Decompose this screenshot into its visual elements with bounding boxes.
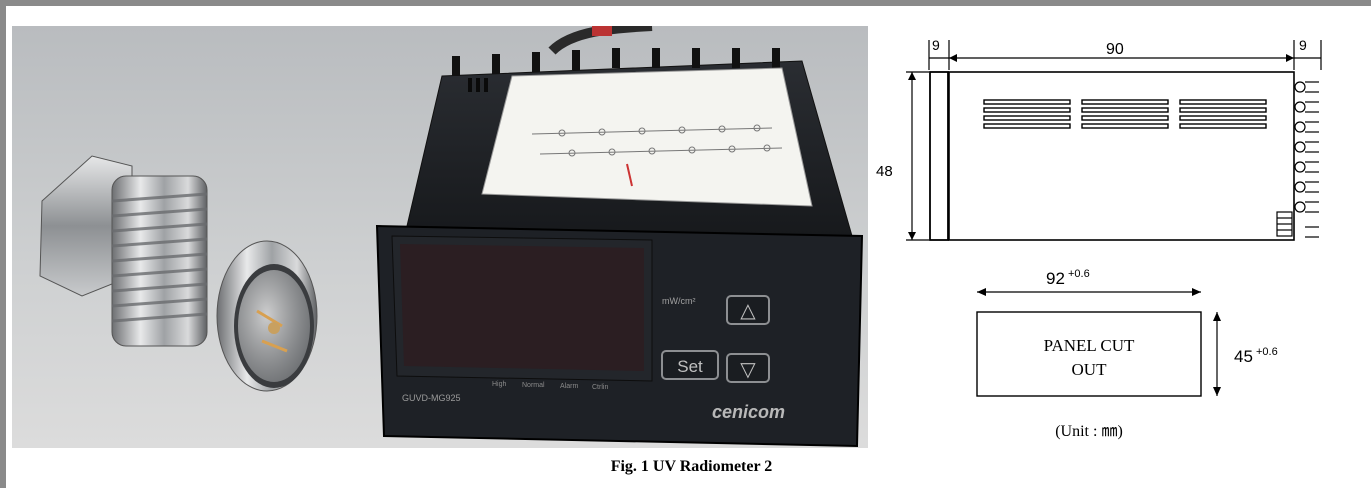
cut-height: 45 [1234,347,1253,366]
indicator-high: High [492,381,507,388]
unit-note: (Unit : ㎜) [1055,423,1123,440]
dim-rear: 9 [1299,37,1307,53]
figure-caption: Fig. 1 UV Radiometer 2 [610,458,773,475]
display-unit: High Normal Alarm Ctrlin GUVD-MG925 mW/c… [375,26,864,448]
model-label: GUVD-MG925 [402,393,461,403]
cut-width: 92 [1046,269,1065,288]
down-arrow-icon: ▽ [740,359,756,381]
dim-length: 90 [1106,41,1124,58]
panel-cut-label-2: OUT [1072,360,1108,379]
set-button-label: Set [677,357,703,376]
indicator-normal: Normal [522,382,545,389]
display-unit-label: mW/cm² [662,296,696,306]
uv-sensor [39,155,318,392]
up-button[interactable] [726,295,770,325]
dim-front: 9 [932,37,940,53]
panel-cut-label-1: PANEL CUT [1044,336,1135,355]
up-arrow-icon: △ [740,300,756,322]
indicator-ctrlin: Ctrlin [592,384,608,391]
cut-width-tol: +0.6 [1068,268,1090,280]
brand-logo: cenicom [712,402,785,422]
dimension-drawing: 9 90 9 48 92 +0.6 45 +0.6 PANEL CUT OUT … [874,12,1371,452]
down-button[interactable] [726,353,770,383]
set-button[interactable] [661,350,719,380]
indicator-labels: High Normal Alarm Ctrlin [492,381,608,391]
cut-height-tol: +0.6 [1256,346,1278,358]
indicator-alarm: Alarm [560,383,578,390]
dim-height: 48 [876,163,893,180]
product-photo: High Normal Alarm Ctrlin GUVD-MG925 mW/c… [12,26,868,448]
